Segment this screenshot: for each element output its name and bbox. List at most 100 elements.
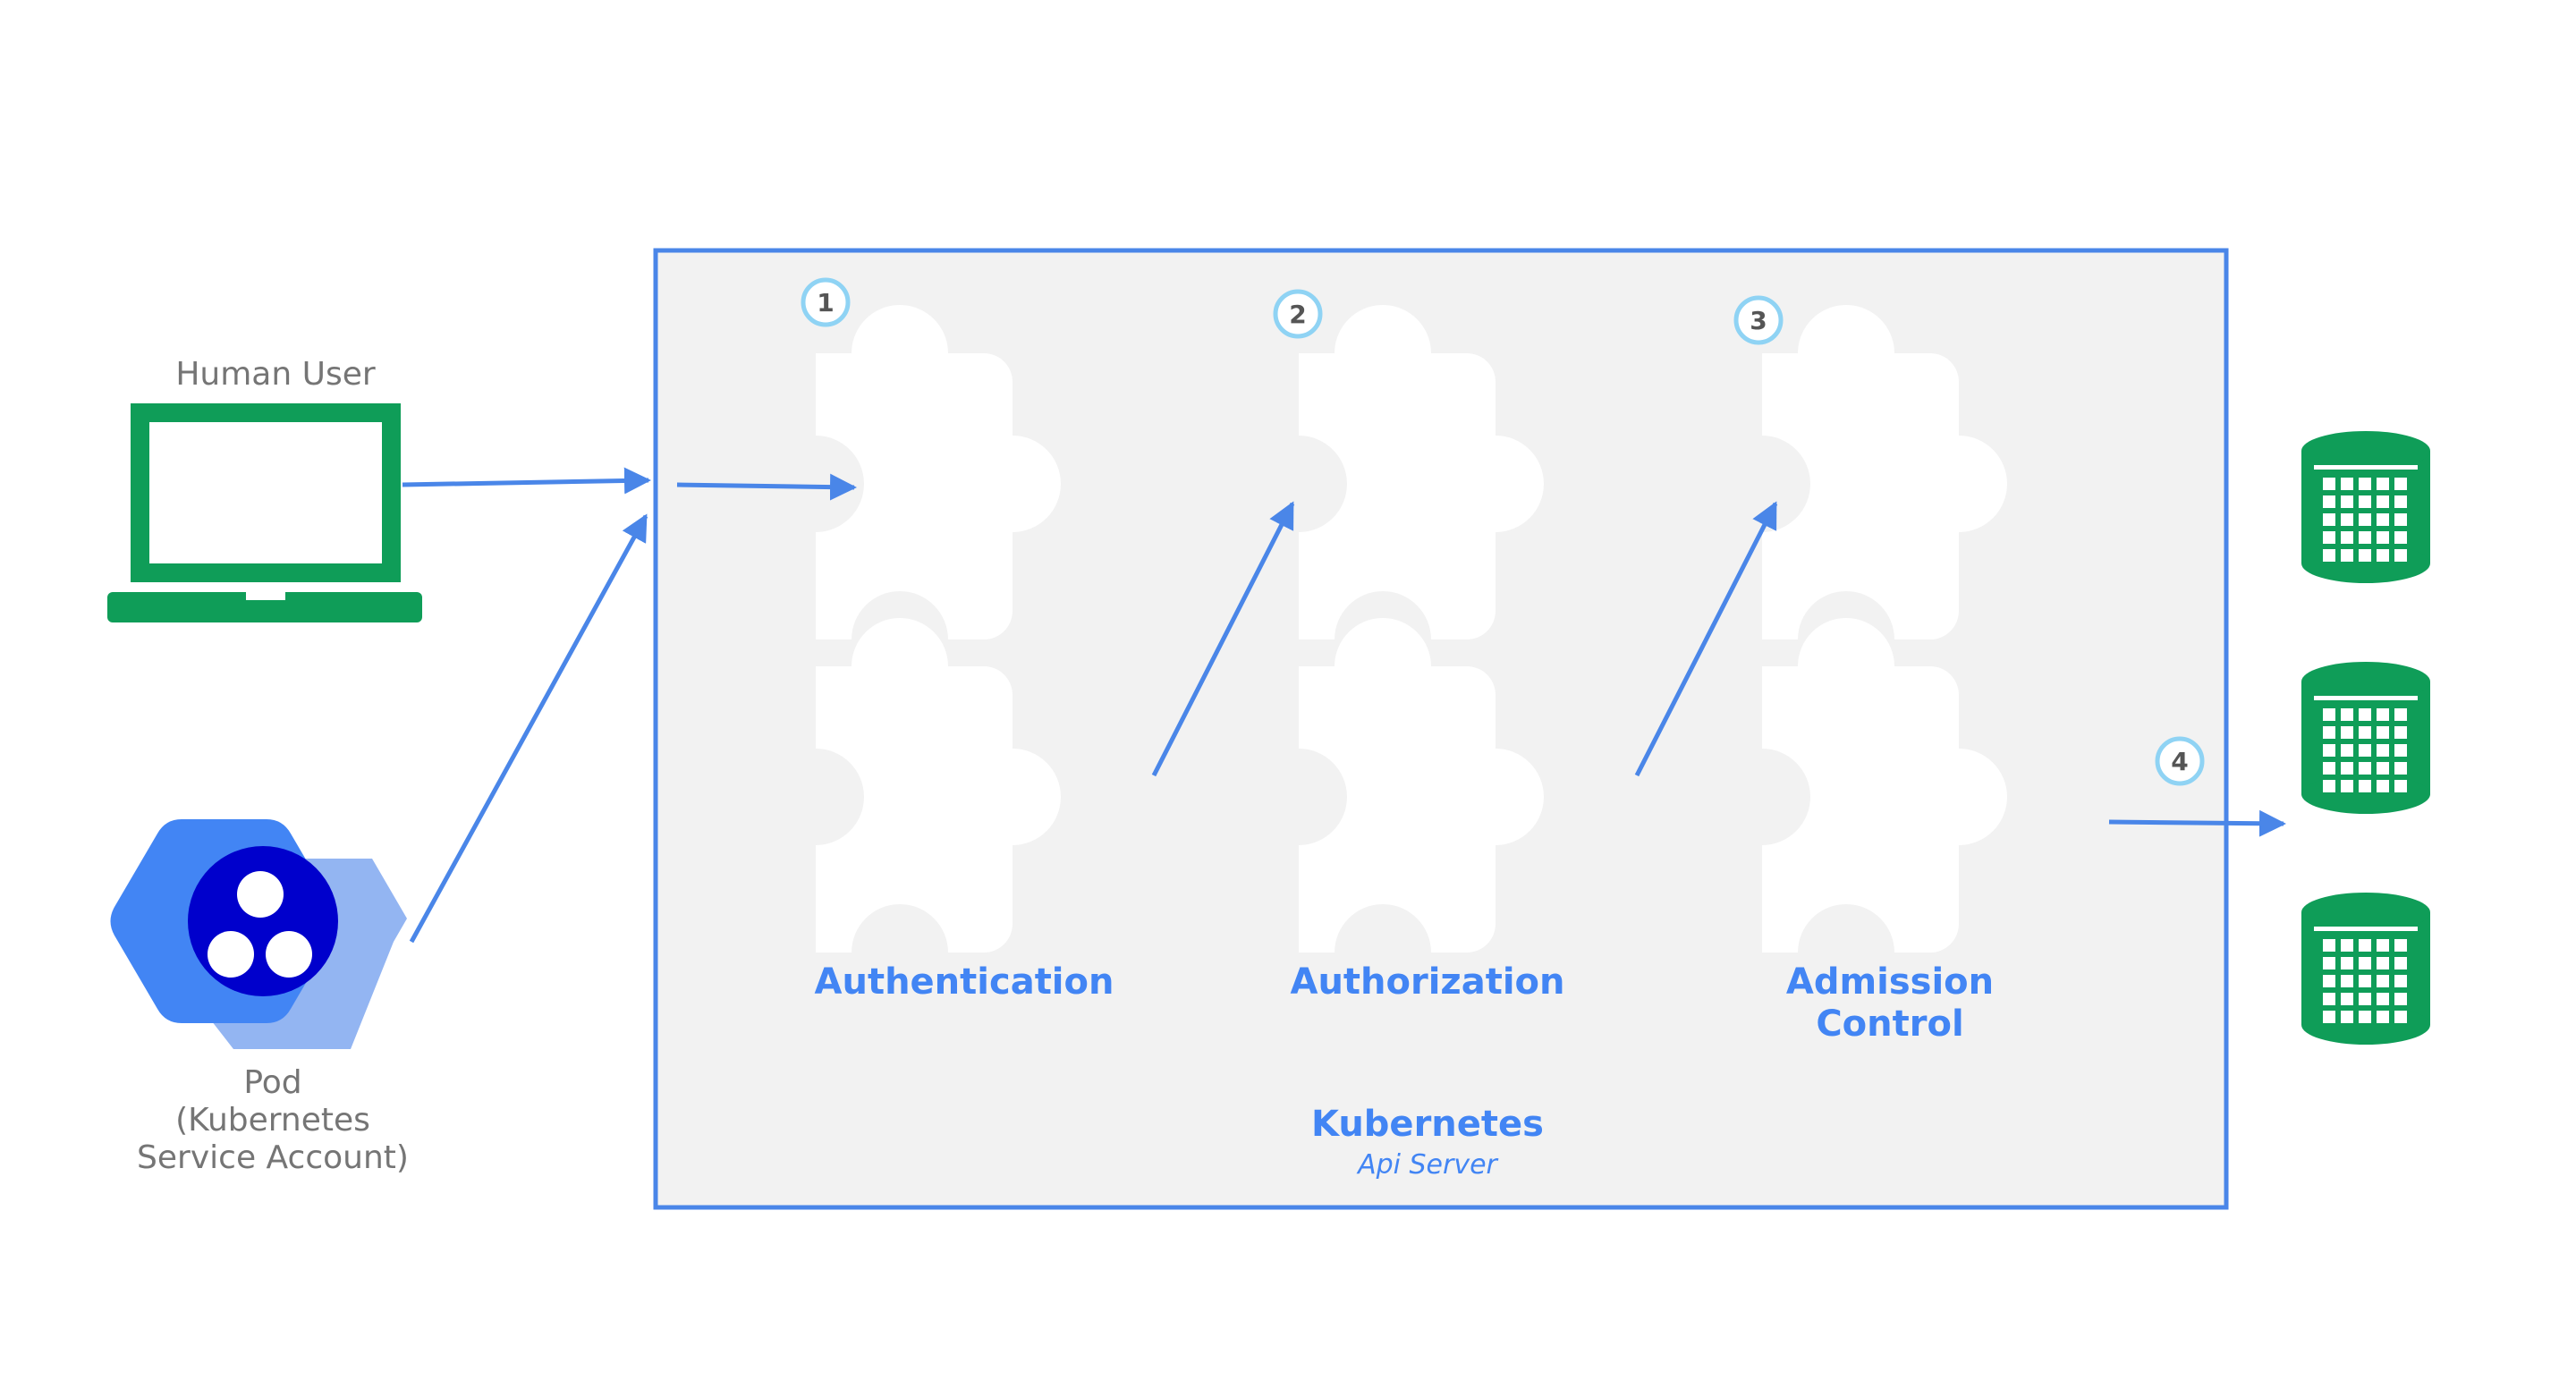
database-cell	[2377, 513, 2389, 526]
database-cell	[2323, 513, 2335, 526]
database-cell	[2394, 549, 2407, 562]
database-cell	[2341, 744, 2353, 757]
database-icon	[2301, 893, 2430, 1045]
arrow-pod-to-api	[409, 513, 648, 944]
database-cell	[2394, 531, 2407, 544]
database-cell	[2394, 478, 2407, 490]
database-cell	[2377, 939, 2389, 952]
storage-databases	[2301, 431, 2430, 1045]
stage-label-admission-line-2: Control	[1816, 1003, 1963, 1045]
arrow-user-to-api	[402, 467, 651, 495]
database-cell	[2394, 744, 2407, 757]
step-marker-2: 2	[1273, 289, 1323, 339]
database-cell	[2377, 495, 2389, 508]
database-cell	[2359, 957, 2371, 969]
database-cell	[2377, 993, 2389, 1005]
database-cell	[2341, 993, 2353, 1005]
stage-label-authorization: Authorization	[1290, 961, 1564, 1003]
database-cell	[2377, 708, 2389, 721]
database-cell	[2359, 975, 2371, 987]
database-cell	[2359, 726, 2371, 739]
step-number: 3	[1750, 306, 1767, 335]
database-cell	[2394, 780, 2407, 792]
database-cell	[2341, 549, 2353, 562]
database-cell	[2377, 744, 2389, 757]
database-cell	[2341, 1011, 2353, 1023]
database-cell	[2323, 1011, 2335, 1023]
database-cell	[2359, 993, 2371, 1005]
arrow-authorization-to-admission	[1634, 501, 1778, 777]
arrow-authentication-to-authorization	[1151, 501, 1295, 777]
database-cell	[2341, 513, 2353, 526]
database-cell	[2394, 762, 2407, 775]
database-cell	[2359, 708, 2371, 721]
database-cell	[2341, 957, 2353, 969]
database-cell	[2341, 780, 2353, 792]
database-cell	[2323, 708, 2335, 721]
database-cell	[2377, 531, 2389, 544]
database-cell	[2359, 744, 2371, 757]
pod-label-line-2: (Kubernetes	[175, 1102, 370, 1139]
human-user-label: Human User	[175, 356, 376, 393]
database-cell	[2323, 780, 2335, 792]
database-cell	[2323, 939, 2335, 952]
database-cell	[2377, 762, 2389, 775]
stage-label-authentication: Authentication	[815, 961, 1114, 1003]
database-cell	[2377, 957, 2389, 969]
database-cell	[2377, 1011, 2389, 1023]
database-icon	[2301, 431, 2430, 583]
database-cell	[2341, 939, 2353, 952]
database-cell	[2394, 975, 2407, 987]
database-cell	[2323, 975, 2335, 987]
database-cell	[2323, 762, 2335, 775]
step-marker-4: 4	[2155, 736, 2205, 786]
database-cell	[2359, 762, 2371, 775]
database-cell	[2377, 975, 2389, 987]
database-cell	[2341, 762, 2353, 775]
database-cell	[2323, 549, 2335, 562]
database-cell	[2323, 744, 2335, 757]
arrow-into-authentication	[676, 473, 857, 501]
database-cell	[2359, 513, 2371, 526]
api-server-subtitle: Api Server	[1356, 1149, 1498, 1181]
database-cell	[2394, 939, 2407, 952]
pod-label-line-3: Service Account)	[137, 1139, 409, 1176]
laptop-icon	[107, 403, 422, 622]
database-cell	[2394, 726, 2407, 739]
database-cell	[2394, 993, 2407, 1005]
database-cell	[2341, 975, 2353, 987]
arrow-to-storage	[2108, 809, 2286, 837]
stage-label-admission-line-1: Admission	[1786, 961, 1994, 1003]
database-cell	[2359, 495, 2371, 508]
database-cell	[2341, 531, 2353, 544]
database-cell	[2359, 478, 2371, 490]
step-number: 1	[817, 288, 834, 318]
database-cell	[2341, 726, 2353, 739]
step-number: 2	[1289, 300, 1306, 329]
pod-label-line-1: Pod	[243, 1064, 301, 1101]
kubernetes-pod-hexagon-icon	[110, 819, 407, 1049]
database-cell	[2394, 708, 2407, 721]
database-cell	[2359, 549, 2371, 562]
database-cell	[2341, 495, 2353, 508]
database-cell	[2341, 478, 2353, 490]
database-cell	[2377, 780, 2389, 792]
database-cell	[2359, 1011, 2371, 1023]
database-cell	[2377, 726, 2389, 739]
database-cell	[2377, 478, 2389, 490]
database-cell	[2394, 1011, 2407, 1023]
database-cell	[2323, 957, 2335, 969]
database-cell	[2377, 549, 2389, 562]
database-cell	[2394, 513, 2407, 526]
step-marker-1: 1	[801, 277, 851, 327]
database-cell	[2394, 957, 2407, 969]
database-icon	[2301, 662, 2430, 814]
database-cell	[2323, 993, 2335, 1005]
database-cell	[2341, 708, 2353, 721]
database-cell	[2359, 531, 2371, 544]
database-cell	[2359, 939, 2371, 952]
api-server-title: Kubernetes	[1311, 1104, 1544, 1145]
database-cell	[2394, 495, 2407, 508]
database-cell	[2323, 495, 2335, 508]
database-cell	[2323, 478, 2335, 490]
